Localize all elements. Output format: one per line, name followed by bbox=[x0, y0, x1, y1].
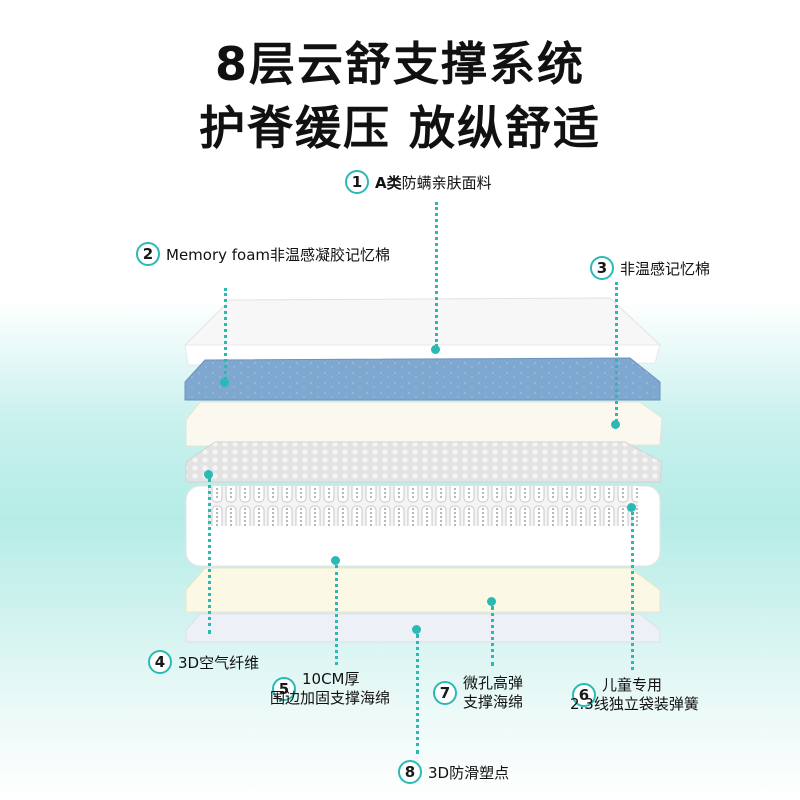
callout-4-text: 3D空气纤维 bbox=[178, 653, 260, 672]
callout-number-3: 3 bbox=[590, 256, 614, 280]
callout-1: 1 A类 防螨亲肤面料 bbox=[345, 170, 492, 194]
headline-line2: 护脊缓压 放纵舒适 bbox=[198, 101, 601, 155]
leader-dot-7 bbox=[487, 597, 496, 606]
callout-5: 5 10CM厚 围边加固支撑海绵 bbox=[270, 670, 391, 708]
leader-line-2 bbox=[224, 288, 227, 380]
leader-dot-1 bbox=[431, 345, 440, 354]
layer-spring-block bbox=[185, 485, 661, 567]
callout-1-prefix: A类 bbox=[375, 173, 402, 192]
leader-dot-5 bbox=[331, 556, 340, 565]
leader-line-5 bbox=[335, 565, 338, 665]
callout-7-line1: 微孔高弹 bbox=[463, 674, 524, 692]
leader-line-4 bbox=[208, 478, 211, 634]
callout-8-text: 3D防滑塑点 bbox=[428, 763, 510, 782]
callout-number-6: 6 bbox=[572, 683, 596, 707]
callout-6-line2: 2.3线独立袋装弹簧 bbox=[570, 695, 699, 713]
callout-number-1: 1 bbox=[345, 170, 369, 194]
callout-4: 4 3D空气纤维 bbox=[148, 650, 259, 674]
leader-dot-6 bbox=[627, 503, 636, 512]
leader-dot-2 bbox=[220, 378, 229, 387]
callout-number-8: 8 bbox=[398, 760, 422, 784]
callout-3: 3 非温感记忆棉 bbox=[590, 256, 710, 280]
callout-7: 7 微孔高弹 支撑海绵 bbox=[433, 674, 523, 712]
callout-8: 8 3D防滑塑点 bbox=[398, 760, 509, 784]
leader-line-8 bbox=[416, 634, 419, 754]
leader-line-7 bbox=[491, 606, 494, 666]
callout-number-2: 2 bbox=[136, 242, 160, 266]
layer-fabric bbox=[184, 297, 661, 366]
callout-5-line2: 围边加固支撑海绵 bbox=[270, 689, 391, 707]
leader-line-6 bbox=[631, 512, 634, 670]
layer-high-elastic-foam bbox=[185, 567, 661, 613]
leader-dot-4 bbox=[204, 470, 213, 479]
layer-anti-slip-base bbox=[185, 613, 661, 643]
leader-line-3 bbox=[615, 282, 618, 422]
leader-dot-3 bbox=[611, 420, 620, 429]
callout-2: 2 Memory foam非温感凝胶记忆棉 bbox=[136, 242, 390, 266]
callout-1-text: 防螨亲肤面料 bbox=[401, 173, 492, 192]
callout-number-7: 7 bbox=[433, 681, 457, 705]
callout-6-line1: 儿童专用 bbox=[602, 676, 663, 694]
layer-memory-foam bbox=[185, 401, 663, 447]
leader-line-1 bbox=[435, 202, 438, 347]
callout-5-line1: 10CM厚 bbox=[302, 670, 360, 688]
callout-number-4: 4 bbox=[148, 650, 172, 674]
layer-gel-memory-foam bbox=[184, 357, 661, 401]
leader-dot-8 bbox=[412, 625, 421, 634]
callout-7-line2: 支撑海绵 bbox=[463, 693, 524, 711]
callout-3-text: 非温感记忆棉 bbox=[620, 259, 711, 278]
callout-2-text: Memory foam非温感凝胶记忆棉 bbox=[166, 245, 391, 264]
headline-line1: 8层云舒支撑系统 bbox=[214, 37, 585, 91]
layer-3d-fiber bbox=[185, 441, 663, 483]
callout-number-5: 5 bbox=[272, 677, 296, 701]
callout-6: 6 儿童专用 2.3线独立袋装弹簧 bbox=[570, 676, 699, 714]
